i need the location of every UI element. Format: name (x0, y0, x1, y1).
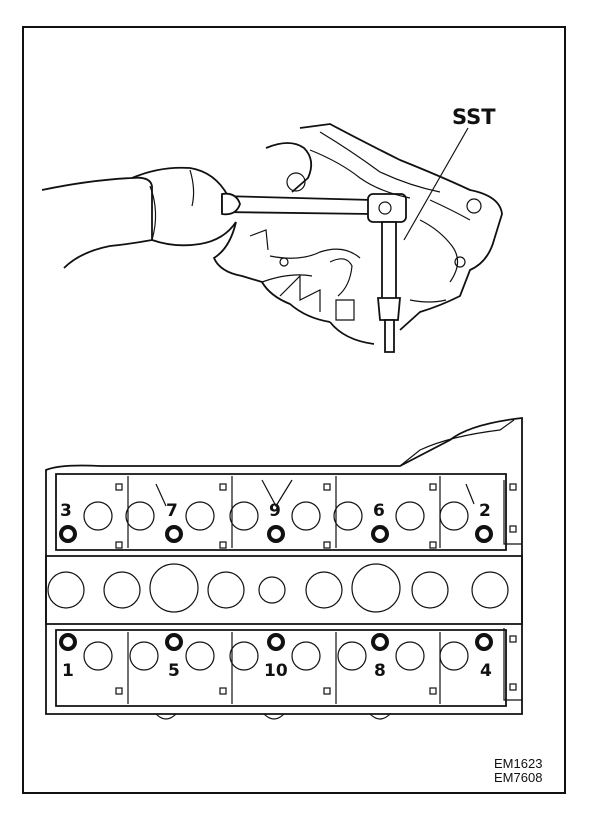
figure-code-2: EM7608 (494, 770, 542, 785)
bolt-number: 4 (480, 661, 492, 681)
bolt-number: 5 (168, 661, 180, 681)
lower-cam-bay (55, 629, 507, 707)
sst-tool (384, 319, 395, 353)
engine-head-outline (299, 123, 503, 331)
sst-label: SST (452, 105, 496, 129)
extension-bar (381, 221, 397, 301)
bolt-number: 10 (264, 661, 288, 681)
lower-valves (83, 641, 469, 671)
wrench-handle (221, 195, 373, 215)
port-row (45, 555, 523, 625)
hand-bottom (151, 221, 237, 247)
small-bolts (115, 483, 517, 695)
figure-frame (22, 26, 566, 794)
upper-head-bolts (59, 525, 493, 543)
cylinder-head-diagram (45, 416, 523, 720)
upper-cam-bay (55, 473, 507, 551)
ports (47, 563, 509, 613)
lower-sequence-labels: 1 5 10 8 4 (62, 661, 492, 681)
ratchet-head (367, 193, 407, 223)
wrench-illustration (41, 123, 503, 353)
upper-valves (83, 501, 469, 531)
bolt-number: 8 (374, 661, 386, 681)
lower-head-bolts (59, 633, 493, 651)
bolt-number: 9 (269, 501, 281, 521)
bolt-number: 1 (62, 661, 74, 681)
bolt-number: 3 (60, 501, 72, 521)
upper-sequence-labels: 3 7 9 6 2 (60, 501, 491, 521)
hand-top (131, 166, 229, 197)
bolt-number: 7 (166, 501, 178, 521)
figure-code-1: EM1623 (494, 756, 542, 771)
bolt-number: 6 (373, 501, 385, 521)
sleeve-outline (41, 176, 153, 269)
sst-leader (403, 127, 469, 241)
bolt-number: 2 (479, 501, 491, 521)
head-outline (45, 416, 523, 715)
